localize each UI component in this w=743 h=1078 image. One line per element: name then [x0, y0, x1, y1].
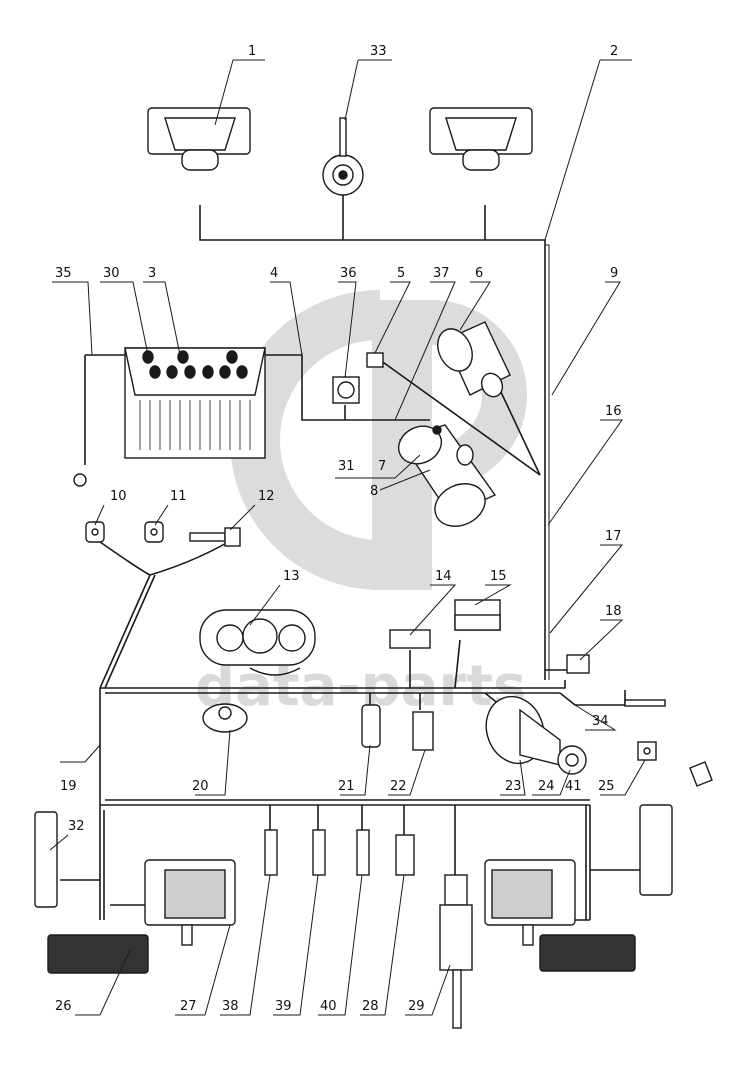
callout-27: 27: [180, 999, 197, 1014]
callout-22: 22: [390, 779, 407, 794]
callout-leaders: [49, 59, 646, 1016]
flasher: [566, 654, 590, 674]
ignition-switch: [202, 703, 248, 733]
relay: [332, 376, 360, 404]
callout-6: 6: [475, 266, 483, 281]
pedal-switch: [624, 699, 713, 787]
side-light-right: [639, 804, 673, 896]
callout-13: 13: [283, 569, 300, 584]
switch-21: [361, 704, 381, 748]
sensor-38: [264, 829, 278, 876]
callout-17: 17: [605, 529, 622, 544]
harness-lines: [60, 130, 640, 921]
callout-24: 24: [538, 779, 555, 794]
callout-36: 36: [340, 266, 357, 281]
callout-31: 31: [338, 459, 355, 474]
callout-3: 3: [148, 266, 156, 281]
plug: [366, 352, 384, 368]
callout-4: 4: [270, 266, 278, 281]
callout-5: 5: [397, 266, 405, 281]
callout-39: 39: [275, 999, 292, 1014]
sensor-40: [356, 829, 370, 876]
relay-22: [412, 711, 434, 751]
callout-1: 1: [248, 44, 256, 59]
callout-7: 7: [378, 459, 386, 474]
callout-18: 18: [605, 604, 622, 619]
callout-10: 10: [110, 489, 127, 504]
headlamp-right: [429, 107, 533, 171]
callout-8: 8: [370, 484, 378, 499]
callout-12: 12: [258, 489, 275, 504]
sensor-10: [85, 521, 105, 543]
parts: [34, 107, 713, 1029]
callout-16: 16: [605, 404, 622, 419]
callout-37: 37: [433, 266, 450, 281]
callout-11: 11: [170, 489, 187, 504]
callout-30: 30: [103, 266, 120, 281]
callout-29: 29: [408, 999, 425, 1014]
callout-34: 34: [592, 714, 609, 729]
reflector-right: [539, 934, 636, 972]
callout-21: 21: [338, 779, 355, 794]
work-lamp-left: [144, 859, 236, 946]
work-lamp-right: [484, 859, 576, 946]
callout-35: 35: [55, 266, 72, 281]
callout-14: 14: [435, 569, 452, 584]
callout-28: 28: [362, 999, 379, 1014]
sensor-11: [144, 521, 164, 543]
starter-motor: [397, 424, 497, 527]
side-light-left: [34, 811, 58, 908]
callout-32: 32: [68, 819, 85, 834]
callout-2: 2: [610, 44, 618, 59]
sensor-12: [189, 527, 241, 547]
fuse-block: [389, 629, 431, 649]
battery: [124, 347, 266, 459]
sensor-39: [312, 829, 326, 876]
sensor-28: [395, 834, 415, 876]
callout-41: 41: [565, 779, 582, 794]
callout-9: 9: [610, 266, 618, 281]
callout-15: 15: [490, 569, 507, 584]
callout-23: 23: [505, 779, 522, 794]
callout-25: 25: [598, 779, 615, 794]
callout-19: 19: [60, 779, 77, 794]
callout-40: 40: [320, 999, 337, 1014]
headlamp-left: [147, 107, 251, 171]
callout-26: 26: [55, 999, 72, 1014]
horn: [322, 117, 364, 196]
reflector-left: [47, 934, 149, 974]
callout-labels: 1 2 3 4 5 6 7 8 9 10 11 12 13 14 15 16 1…: [55, 44, 622, 1014]
callout-33: 33: [370, 44, 387, 59]
instrument-cluster: [199, 609, 316, 676]
glow-plug-29: [439, 874, 473, 1029]
callout-20: 20: [192, 779, 209, 794]
relay-block: [454, 599, 501, 631]
callout-38: 38: [222, 999, 239, 1014]
blower-motor: [437, 321, 511, 398]
ground-terminal: [73, 473, 87, 487]
alternator: [485, 695, 587, 775]
